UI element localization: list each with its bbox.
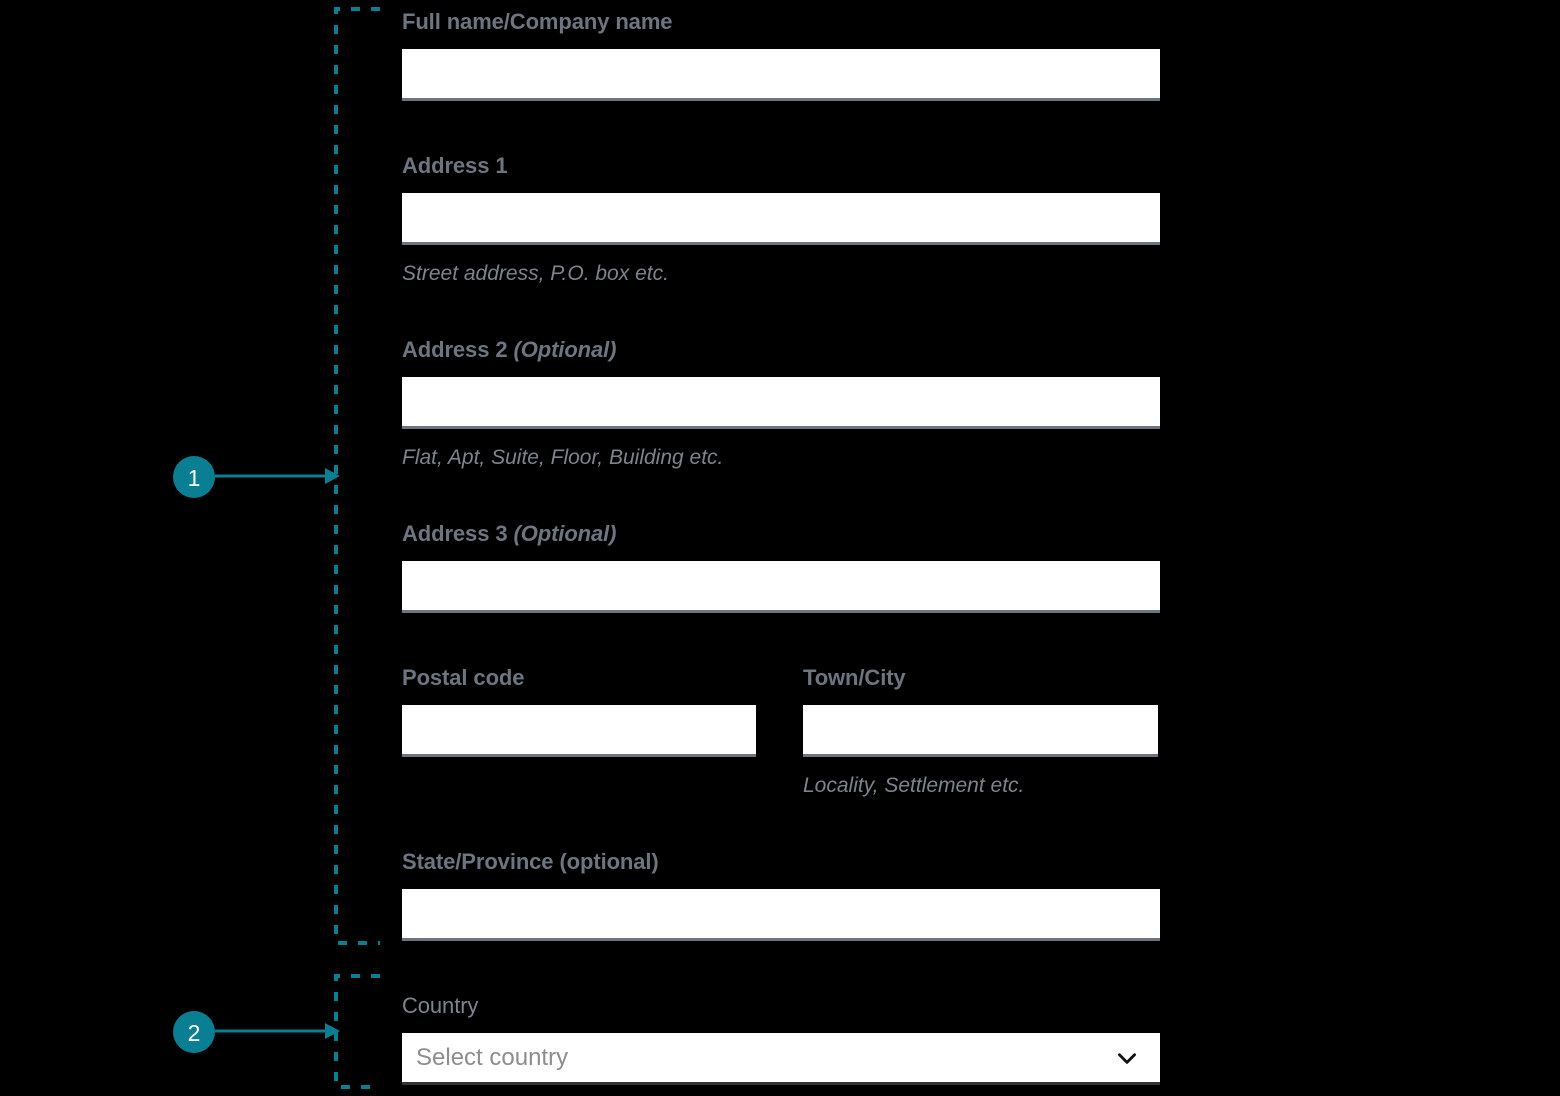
- callout-marker-2[interactable]: 2: [173, 1011, 340, 1053]
- address-1-hint: Street address, P.O. box etc.: [402, 262, 669, 285]
- full-name-input[interactable]: [402, 49, 1160, 101]
- address-1-input[interactable]: [402, 193, 1160, 245]
- town-city-input[interactable]: [803, 705, 1158, 757]
- country-select[interactable]: Select country: [402, 1033, 1160, 1085]
- country-label: Country: [402, 993, 479, 1018]
- state-province-input[interactable]: [402, 889, 1160, 941]
- address-3-input[interactable]: [402, 561, 1160, 613]
- callout-marker-1[interactable]: 1: [173, 456, 340, 498]
- address-3-label-text: Address 3: [402, 521, 508, 546]
- address-2-label-text: Address 2: [402, 337, 508, 362]
- country-select-value: Select country: [416, 1043, 569, 1071]
- group-bracket-1: [334, 7, 380, 945]
- state-province-label: State/Province (optional): [402, 849, 659, 874]
- postal-code-input[interactable]: [402, 705, 756, 757]
- group-bracket-2: [334, 974, 380, 1089]
- country-select-wrapper: Select country: [402, 1033, 1160, 1085]
- address-2-optional-tag: (Optional): [513, 337, 617, 362]
- address-2-hint: Flat, Apt, Suite, Floor, Building etc.: [402, 446, 724, 469]
- address-3-label: Address 3 (Optional): [402, 521, 616, 547]
- town-city-label: Town/City: [803, 665, 906, 690]
- address-1-label: Address 1: [402, 153, 508, 178]
- callout-marker-1-number: 1: [188, 465, 201, 491]
- address-2-input[interactable]: [402, 377, 1160, 429]
- postal-code-label: Postal code: [402, 665, 525, 690]
- full-name-label: Full name/Company name: [402, 9, 673, 34]
- address-2-label: Address 2 (Optional): [402, 337, 616, 363]
- address-3-optional-tag: (Optional): [513, 521, 617, 546]
- town-city-hint: Locality, Settlement etc.: [803, 774, 1025, 797]
- callout-marker-2-number: 2: [188, 1020, 201, 1046]
- chevron-down-icon: [1114, 1045, 1140, 1071]
